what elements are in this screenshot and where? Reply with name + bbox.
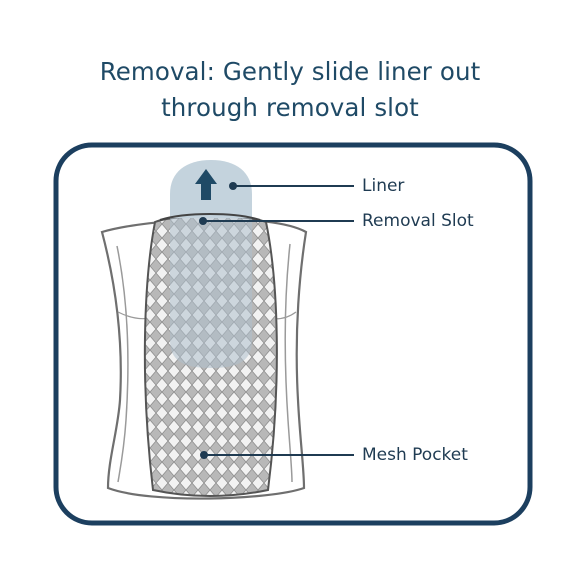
- removal-slot-leader: [199, 217, 354, 225]
- pad-inner-left-line: [116, 245, 129, 483]
- pad-inner-right-line: [284, 243, 293, 483]
- label-mesh-pocket: Mesh Pocket: [362, 445, 468, 465]
- label-liner: Liner: [362, 176, 405, 196]
- title-line-2: through removal slot: [161, 93, 419, 122]
- liner-inside: [170, 216, 252, 368]
- title-line-1: Removal: Gently slide liner out: [99, 57, 481, 86]
- diagram-frame: [53, 142, 533, 526]
- removal-slot: [159, 213, 261, 221]
- up-arrow-icon: [195, 169, 217, 200]
- diagram-title: Removal: Gently slide liner out through …: [0, 54, 580, 126]
- label-removal-slot: Removal Slot: [362, 211, 474, 231]
- mesh-pocket-leader: [200, 451, 354, 459]
- liner-leader: [229, 182, 354, 190]
